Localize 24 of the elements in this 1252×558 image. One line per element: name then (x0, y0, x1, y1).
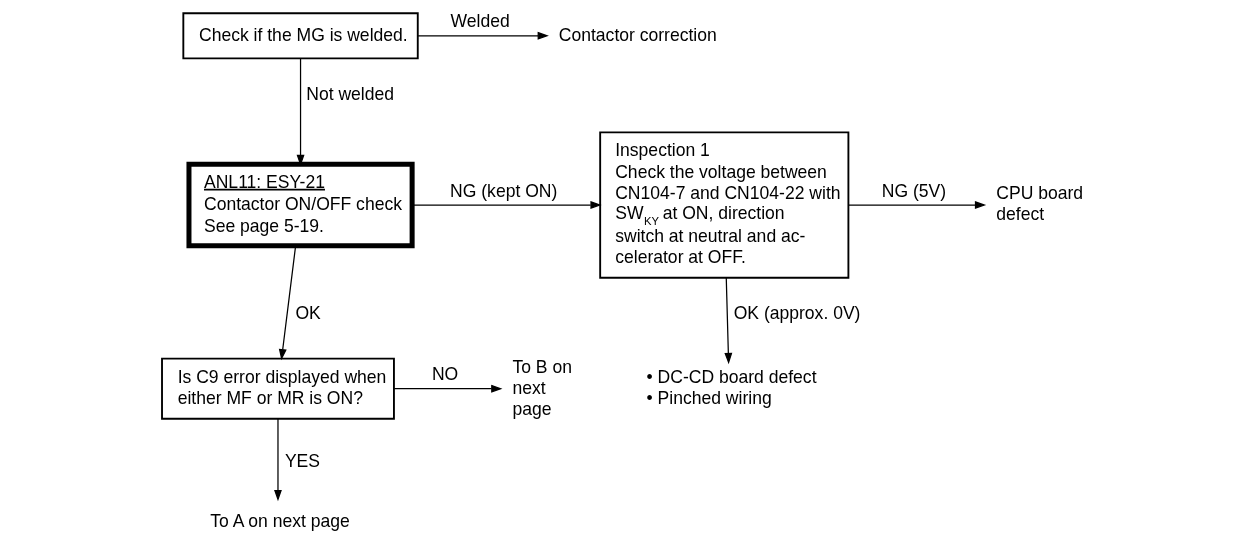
arrow (411, 201, 602, 209)
edge-label: OK (294, 303, 321, 324)
node-text: To B on next page (511, 356, 572, 420)
arrow (273, 418, 282, 502)
edge-label: NG (kept ON) (449, 180, 557, 201)
arrow (847, 201, 986, 209)
node-box: Check if the MG is welded. (181, 12, 419, 60)
node-box: Inspection 1 Check the voltage between CN104-7 and CN104-22 with SW$_{KY}$ at ON, direction switch at neutral and ac- celerator at OFF. (598, 131, 849, 279)
edge-label: NO (431, 364, 458, 385)
node-text: • DC-CD board defect • Pinched wiring (646, 366, 817, 408)
node-text: Contactor correction (558, 25, 717, 46)
arrow (416, 31, 549, 40)
edge-label: YES (284, 451, 320, 472)
edge-label: OK (approx. 0V) (733, 303, 860, 324)
node-box: Is C9 error displayed when either MF or MR is ON? (160, 357, 395, 420)
edge-label: Welded (450, 11, 510, 32)
edge-label: Not welded (305, 83, 394, 104)
arrow (723, 277, 732, 365)
node-box: ANL11: ESY-21 Contactor ON/OFF check See page 5-19. (185, 161, 415, 249)
arrow (393, 384, 502, 393)
arrow (278, 245, 296, 361)
node-text: To A on next page (209, 511, 350, 532)
edge-label: NG (5V) (881, 180, 946, 201)
node-text: CPU board defect (995, 183, 1083, 225)
